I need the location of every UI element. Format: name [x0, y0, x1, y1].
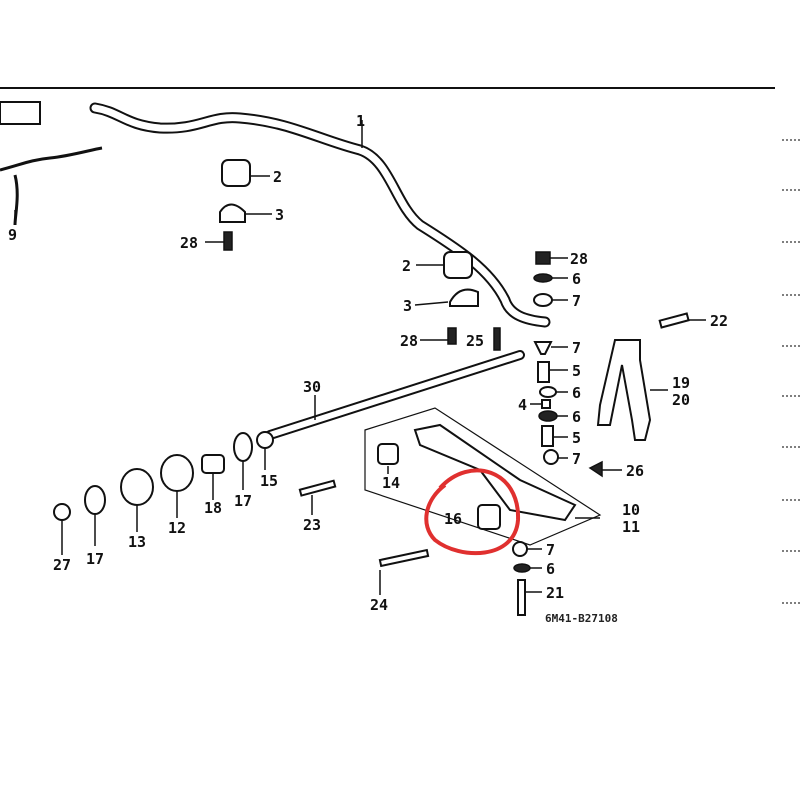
bolt-28a [223, 231, 233, 251]
label-part-7: 7 [572, 339, 581, 357]
bushing-12 [160, 454, 194, 492]
label-part-18: 18 [204, 499, 222, 517]
highlight-circle [424, 468, 521, 556]
label-part-21: 21 [546, 584, 564, 602]
label-part-14: 14 [382, 474, 400, 492]
label-part-7: 7 [546, 541, 555, 559]
bracket-3b [449, 288, 479, 307]
washer-15 [256, 431, 274, 449]
label-part-15: 15 [260, 472, 278, 490]
bolt-28b [447, 327, 457, 345]
nut-27 [53, 503, 71, 521]
label-part-28: 28 [400, 332, 418, 350]
bracket-3a [219, 203, 246, 223]
edge-marks [782, 139, 800, 604]
bushing-14 [377, 443, 399, 465]
washer-17b [84, 485, 106, 515]
label-part-5: 5 [572, 362, 581, 380]
label-part-26: 26 [626, 462, 644, 480]
label-part-6: 6 [572, 408, 581, 426]
label-part-1: 1 [356, 112, 365, 130]
bushing-16 [477, 504, 501, 530]
bolt-22 [658, 312, 690, 329]
label-part-6: 6 [546, 560, 555, 578]
label-part-9: 9 [8, 226, 17, 244]
fork-19-20 [596, 339, 652, 441]
label-part-12: 12 [168, 519, 186, 537]
leader-lines [14, 120, 706, 595]
bolt-21 [517, 579, 526, 616]
label-part-13: 13 [128, 533, 146, 551]
left-bracket [0, 101, 41, 125]
label-part-25: 25 [466, 332, 484, 350]
label-part-3: 3 [275, 206, 284, 224]
bushing-2a [221, 159, 251, 187]
label-part-20: 20 [672, 391, 690, 409]
label-part-28: 28 [570, 250, 588, 268]
label-part-7: 7 [572, 450, 581, 468]
bolt-24 [378, 548, 430, 568]
label-part-28: 28 [180, 234, 198, 252]
bushing-2b [443, 251, 473, 279]
collar-18 [201, 454, 225, 474]
bolt-25 [493, 327, 501, 351]
label-part-3: 3 [403, 297, 412, 315]
label-part-11: 11 [622, 518, 640, 536]
label-part-30: 30 [303, 378, 321, 396]
label-part-6: 6 [572, 384, 581, 402]
label-part-27: 27 [53, 556, 71, 574]
washer-6 [513, 563, 531, 573]
label-part-7: 7 [572, 292, 581, 310]
label-part-19: 19 [672, 374, 690, 392]
label-part-17: 17 [234, 492, 252, 510]
link-stack [533, 251, 559, 465]
label-part-5: 5 [572, 429, 581, 447]
label-part-2: 2 [273, 168, 282, 186]
nut-7 [512, 541, 528, 557]
washer-17a [233, 432, 253, 462]
label-part-10: 10 [622, 501, 640, 519]
label-part-24: 24 [370, 596, 388, 614]
label-part-16: 16 [444, 510, 462, 528]
nut-26 [588, 460, 603, 478]
label-part-23: 23 [303, 516, 321, 534]
label-part-2: 2 [402, 257, 411, 275]
bolt-23 [298, 479, 337, 497]
label-part-6: 6 [572, 270, 581, 288]
label-part-4: 4 [518, 396, 527, 414]
label-part-17: 17 [86, 550, 104, 568]
label-part-22: 22 [710, 312, 728, 330]
drawing-code: 6M41-B27108 [545, 612, 618, 625]
lower-arm-box [364, 407, 602, 546]
bushing-13 [120, 468, 154, 506]
